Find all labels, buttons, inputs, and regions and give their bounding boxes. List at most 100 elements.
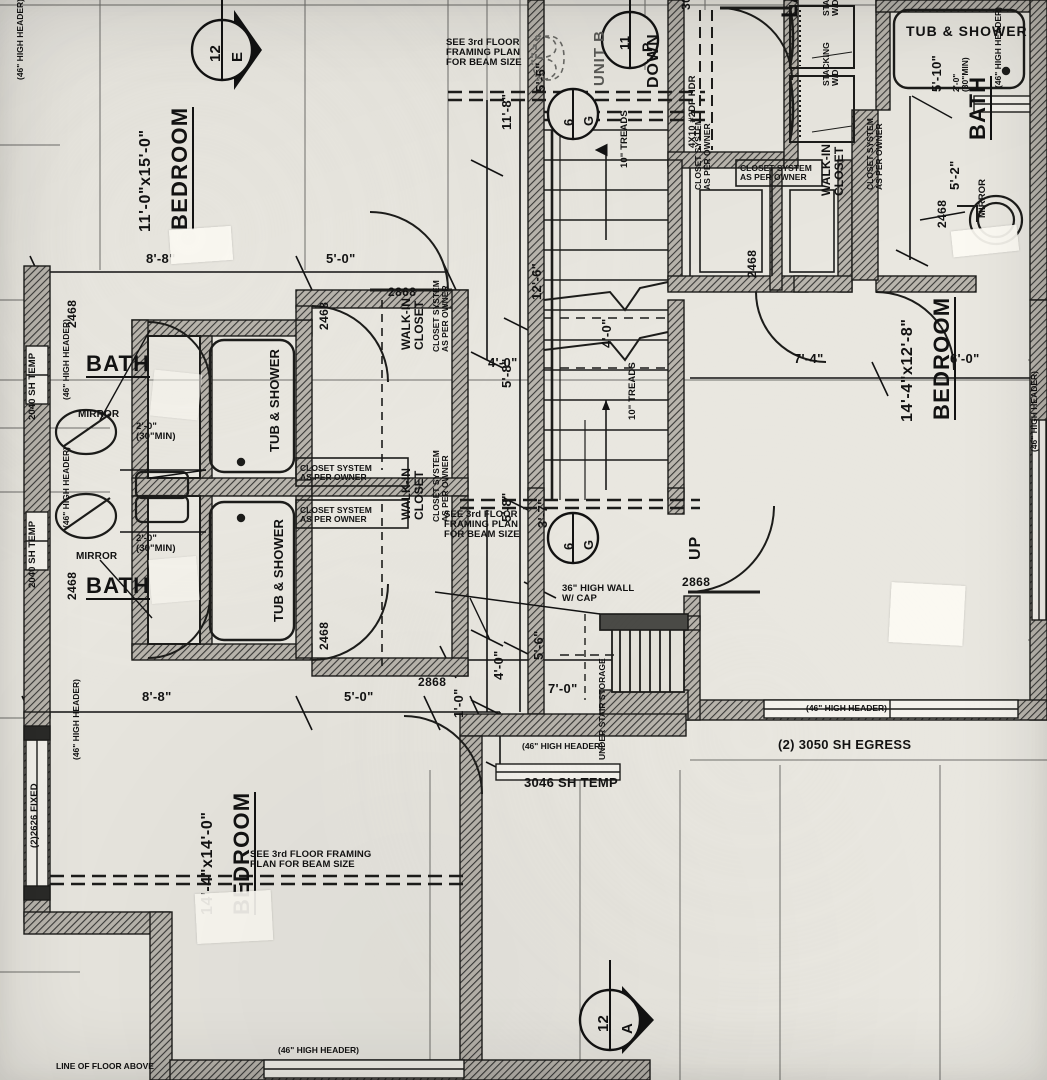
line-of-floor-above-note: LINE OF FLOOR ABOVE [56, 1061, 154, 1071]
dim-3-7: 3'-7" [535, 498, 550, 528]
header-note-bottom: (46" HIGH HEADER) [278, 1045, 360, 1055]
tape-patch-6 [148, 555, 200, 605]
room-dim-bedroom-upper-left: 11'-0"x15'-0" [137, 129, 154, 232]
dim-7-4: 7'-4" [794, 351, 824, 366]
header-note-bedroom-lower-left: (46" HIGH HEADER) [71, 678, 81, 760]
unit-b-outline [531, 35, 565, 81]
vanity-note-right: 2'-0" (30"MIN) [951, 57, 970, 92]
door-tag-bath-right: 2468 [935, 199, 949, 228]
room-label-bath-left-upper: BATH [86, 352, 151, 379]
header-note-4x10: 4X10 #2DF HDR [687, 75, 698, 148]
marker-letter-e: E [229, 51, 246, 62]
dim-top-left-a: 8'-8" [146, 251, 176, 266]
room-dim-bedroom-right: 14'-4"x12'-8" [899, 318, 916, 422]
half-wall-note: 36" HIGH WALL W/ CAP [562, 583, 635, 604]
fixture-label-stacking-wd-upper: STACKING W/D [821, 0, 840, 16]
door-swings [147, 6, 955, 795]
fixture-label-stacking-wd-lower: STACKING W/D [821, 42, 840, 86]
unit-b-label: UNIT B [591, 30, 608, 86]
leader-lines [99, 95, 966, 641]
dim-4-0-lower: 4'-0" [491, 650, 506, 680]
marker-number-12: 12 [207, 44, 224, 62]
window-tag-3046: 3046 SH TEMP [524, 775, 618, 790]
room-label-walk-in-closet-lower: WALK-IN CLOSET [399, 467, 426, 520]
window-tag-2040-upper: 2040 SH TEMP [27, 352, 38, 420]
stair-treads-note-upper: 10" TREADS [619, 110, 630, 168]
closet-system-note-3: CLOSET SYSTEM AS PER OWNER [300, 463, 372, 482]
door-tag-closet-ur: 2468 [745, 249, 759, 278]
window-tag-2040-lower: 2040 SH TEMP [27, 520, 38, 588]
closet-system-note-6: CLOSET SYSTEM AS PER OWNER [865, 118, 884, 190]
framing-note-top: SEE 3rd FLOOR FRAMING PLAN FOR BEAM SIZE [446, 37, 522, 68]
room-label-bedroom-upper-left: BEDROOM [167, 106, 195, 230]
marker-number-a: 12 [595, 1014, 612, 1032]
dim-bottom-left-a: 8'-8" [142, 689, 172, 704]
dim-top-left-b: 5'-0" [326, 251, 356, 266]
stair-treads-note-lower: 10" TREADS [627, 362, 638, 420]
fixture-label-mirror-upper: MIRROR [78, 409, 120, 420]
fixture-label-tub-shower-lower: TUB & SHOWER [271, 518, 286, 622]
dim-11-8: 11'-8" [499, 93, 514, 130]
fixture-label-tub-shower-upper: TUB & SHOWER [267, 348, 282, 452]
door-tag-bedroom-ll: 2868 [418, 675, 447, 689]
dim-5-8-lower: 5'-8" [499, 492, 514, 522]
door-tag-bath-lu: 2468 [65, 299, 79, 328]
marker-letter-p: P [639, 42, 655, 52]
door-tag-3068: 3068 [679, 0, 693, 10]
vanity-note-upper: 2'-0" (30"MIN) [136, 421, 176, 442]
marker-number-g-upper: 6 [561, 118, 576, 126]
door-tag-bath-ll: 2468 [65, 571, 79, 600]
window-tag-3050-egress: (2) 3050 SH EGRESS [778, 737, 912, 752]
marker-letter-g-upper: G [581, 115, 596, 126]
closet-system-note-5: CLOSET SYSTEM AS PER OWNER [740, 163, 812, 182]
stacking-washer-dryer [788, 5, 855, 143]
header-note-bath-lower: (46" HIGH HEADER) [61, 446, 71, 528]
room-label-bath-left-lower: BATH [86, 574, 151, 601]
door-tag-wic-lower: 2468 [317, 621, 331, 650]
tape-patch-5 [149, 369, 203, 421]
header-note-bath-upper: (46" HIGH HEADER) [61, 318, 71, 400]
marker-letter-g-lower: G [581, 539, 596, 550]
vanity-note-lower: 2'-0" (30"MIN) [136, 533, 176, 554]
closet-note-boxes [295, 159, 823, 529]
dim-6-0: 6'-0" [950, 351, 980, 366]
window-tag-2626-fixed: (2)2626 FIXED [29, 783, 40, 848]
marker-letter-a: A [619, 1022, 636, 1034]
header-note-top-left: (46" HIGH HEADER) [15, 0, 25, 80]
marker-number-p: 11 [617, 35, 632, 50]
dim-4-0-upper: 4'-0" [488, 355, 518, 370]
fixture-label-mirror-lower: MIRROR [76, 551, 118, 562]
header-note-egress: (46" HIGH HEADER) [806, 703, 888, 713]
fixture-label-tub-shower-right: TUB & SHOWER [906, 23, 1028, 39]
room-label-laundry: LAUNDRY [777, 0, 802, 18]
dim-5-6: 5'-6" [531, 630, 546, 660]
dim-bath-right-width: 5'-10" [929, 54, 944, 92]
vanity-fixtures [54, 194, 1024, 540]
stair-run [543, 129, 669, 500]
door-tag-bedroom-r: 2868 [682, 575, 711, 589]
marker-bubbles [190, 0, 660, 1054]
dim-5-8-upper: 5'-8" [499, 358, 514, 388]
dim-stair-width-top: 5'-5" [533, 62, 548, 92]
dim-bottom-left-b: 5'-0" [344, 689, 374, 704]
room-label-walk-in-closet-upper: WALK-IN CLOSET [399, 297, 426, 350]
header-note-bedroom-right: (46" HIGH HEADER) [1029, 370, 1039, 452]
tape-patch-3 [194, 890, 274, 944]
framing-note-mid: SEE 3rd FLOOR FRAMING PLAN FOR BEAM SIZE [444, 509, 520, 540]
dim-7-0: 7'-0" [548, 681, 578, 696]
door-tag-bedroom-ul: 2868 [388, 285, 417, 299]
dim-12-6: 12'-6" [529, 262, 544, 300]
framing-note-bottom: SEE 3rd FLOOR FRAMING PLAN FOR BEAM SIZE [250, 849, 372, 870]
marker-number-g-lower: 6 [561, 542, 576, 550]
window-symbols [23, 95, 1047, 1079]
dim-bottom-left-c: 1'-0" [451, 688, 466, 718]
dim-bath-right-depth: 5'-2" [947, 160, 962, 190]
tape-patch-2 [888, 582, 966, 646]
room-label-walk-in-closet-right: WALK-IN CLOSET [819, 143, 846, 196]
header-note-bath-right: (46" HIGH HEADER) [993, 6, 1003, 88]
tape-patch-1 [168, 225, 234, 265]
half-wall [599, 613, 689, 631]
closet-system-note-1: CLOSET SYSTEM AS PER OWNER [431, 280, 450, 352]
